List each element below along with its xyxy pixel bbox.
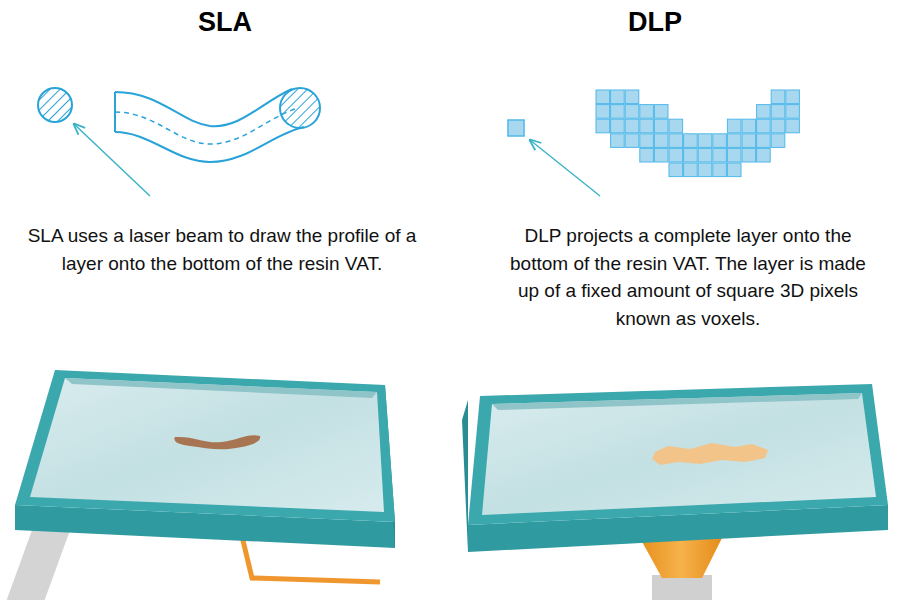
voxel bbox=[771, 105, 785, 119]
voxel bbox=[625, 105, 639, 119]
voxel bbox=[713, 134, 727, 148]
voxel bbox=[625, 134, 639, 148]
voxel bbox=[611, 90, 625, 104]
voxel bbox=[596, 119, 610, 133]
voxel bbox=[669, 148, 683, 162]
leader-line bbox=[530, 140, 600, 196]
voxel bbox=[596, 105, 610, 119]
voxel bbox=[640, 119, 654, 133]
description-text: SLA uses a laser beam to draw the profil… bbox=[22, 222, 422, 277]
voxel bbox=[757, 134, 771, 148]
voxel bbox=[742, 119, 756, 133]
sla-resin-vat bbox=[7, 370, 395, 600]
voxel bbox=[611, 105, 625, 119]
dlp-resin-vat bbox=[462, 384, 888, 600]
leader-line bbox=[74, 124, 150, 196]
voxel-symbol bbox=[508, 120, 524, 136]
voxel bbox=[786, 90, 800, 104]
voxel bbox=[713, 163, 727, 177]
voxel bbox=[698, 134, 712, 148]
voxel bbox=[625, 119, 639, 133]
projector-light-cone bbox=[640, 538, 722, 578]
voxel bbox=[669, 134, 683, 148]
voxel bbox=[727, 134, 741, 148]
voxel bbox=[611, 119, 625, 133]
voxel bbox=[727, 163, 741, 177]
cured-layer-profile bbox=[174, 435, 260, 449]
voxel bbox=[698, 148, 712, 162]
voxel bbox=[654, 134, 668, 148]
voxel bbox=[771, 134, 785, 148]
voxel bbox=[640, 134, 654, 148]
method-heading: DLP bbox=[555, 4, 755, 40]
voxel bbox=[654, 119, 668, 133]
vat-support bbox=[7, 525, 72, 600]
voxel bbox=[684, 134, 698, 148]
method-heading: SLA bbox=[125, 4, 325, 40]
voxel bbox=[742, 148, 756, 162]
projected-layer bbox=[652, 443, 768, 465]
laser-spot-symbol bbox=[38, 88, 72, 122]
voxel bbox=[625, 90, 639, 104]
voxel bbox=[727, 119, 741, 133]
voxel bbox=[757, 105, 771, 119]
voxel bbox=[757, 148, 771, 162]
voxel bbox=[771, 90, 785, 104]
voxel bbox=[654, 148, 668, 162]
voxel bbox=[786, 105, 800, 119]
voxel bbox=[669, 119, 683, 133]
voxel bbox=[786, 119, 800, 133]
laser-path-tube bbox=[115, 88, 320, 162]
voxel bbox=[640, 105, 654, 119]
voxel bbox=[713, 148, 727, 162]
voxel bbox=[611, 134, 625, 148]
voxel bbox=[727, 148, 741, 162]
voxel bbox=[596, 90, 610, 104]
voxel bbox=[757, 119, 771, 133]
voxel bbox=[640, 148, 654, 162]
voxel bbox=[698, 163, 712, 177]
description-text: DLP projects a complete layer onto the b… bbox=[498, 222, 878, 332]
voxel bbox=[669, 163, 683, 177]
voxel bbox=[742, 134, 756, 148]
projector-base bbox=[652, 575, 712, 600]
voxel bbox=[684, 148, 698, 162]
voxel-layer bbox=[596, 90, 799, 177]
voxel bbox=[684, 163, 698, 177]
voxel bbox=[771, 119, 785, 133]
voxel bbox=[654, 105, 668, 119]
